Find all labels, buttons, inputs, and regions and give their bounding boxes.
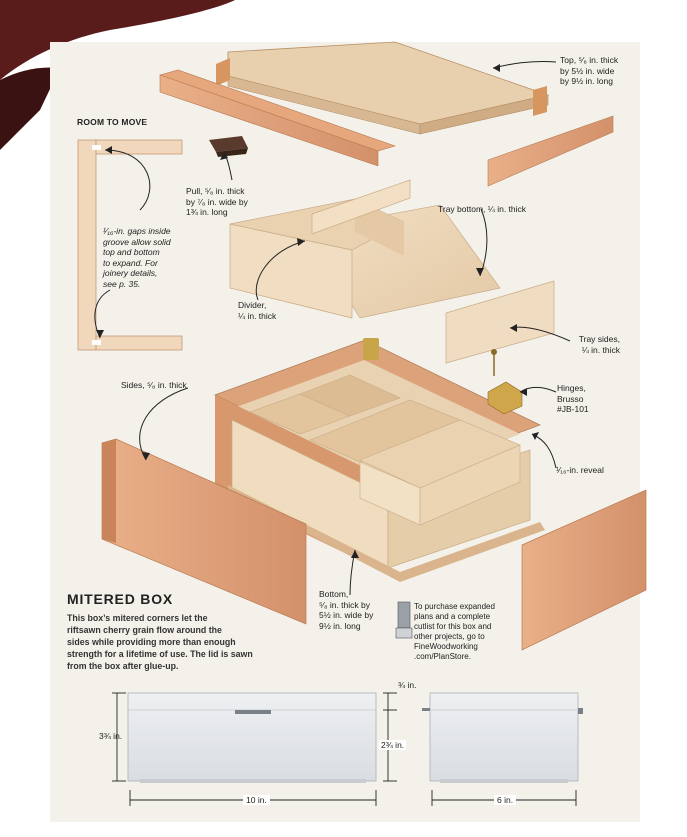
front-elevation-view — [127, 692, 377, 783]
dimension-width: 6 in. — [494, 795, 517, 805]
room-to-move-heading: ROOM TO MOVE — [77, 117, 148, 127]
plan-store-note: To purchase expanded plans and a complet… — [414, 602, 495, 661]
leader-arrowheads — [96, 64, 539, 558]
side-panel-long — [101, 438, 307, 625]
side-elevation-view — [422, 692, 583, 783]
dimension-lid-height: ¾ in. — [398, 680, 417, 690]
sides-label: Sides, ⁵⁄₈ in. thick — [121, 380, 187, 390]
tray-bottom-label: Tray bottom, ¼ in. thick — [438, 204, 527, 214]
pull-label: Pull, ⁵⁄₈ in. thick by ⁷⁄₈ in. wide by 1… — [186, 186, 248, 217]
mitered-box-title: MITERED BOX — [67, 591, 174, 607]
room-to-move-section — [77, 139, 183, 351]
bottom-label: Bottom, ⁵⁄₈ in. thick by 5½ in. wide by … — [319, 589, 374, 631]
divider-label: Divider, ¼ in. thick — [238, 300, 277, 321]
top-label: Top, ⁵⁄₈ in. thick by 5½ in. wide by 9½ … — [560, 55, 619, 86]
pull-handle — [209, 136, 248, 157]
dimension-length: 10 in. — [243, 795, 270, 805]
mitered-box-description: This box’s mitered corners let the rifts… — [67, 613, 253, 671]
room-to-move-note: ¹⁄₁₆-in. gaps inside groove allow solid … — [103, 226, 171, 289]
box-body — [214, 338, 545, 582]
lid-top-panel — [216, 41, 550, 135]
side-panel-short — [521, 489, 647, 651]
lid-side-short — [487, 115, 614, 187]
leader-lines — [94, 61, 571, 596]
reveal-label: ¹⁄₁₆-in. reveal — [556, 465, 604, 475]
plans-scroll-icon — [395, 601, 413, 639]
hinges-label: Hinges, Brusso #JB-101 — [557, 383, 589, 414]
dimension-height-total: 3¾ in. — [99, 731, 123, 741]
hinge-icon — [487, 349, 523, 415]
tray-sides-label: Tray sides, ¼ in. thick — [578, 334, 620, 355]
tray-assembly — [229, 179, 555, 364]
dimension-base-height: 2¾ in. — [379, 740, 407, 750]
dark-wood-corner-decoration — [0, 0, 235, 150]
lid-side-long — [158, 69, 396, 167]
